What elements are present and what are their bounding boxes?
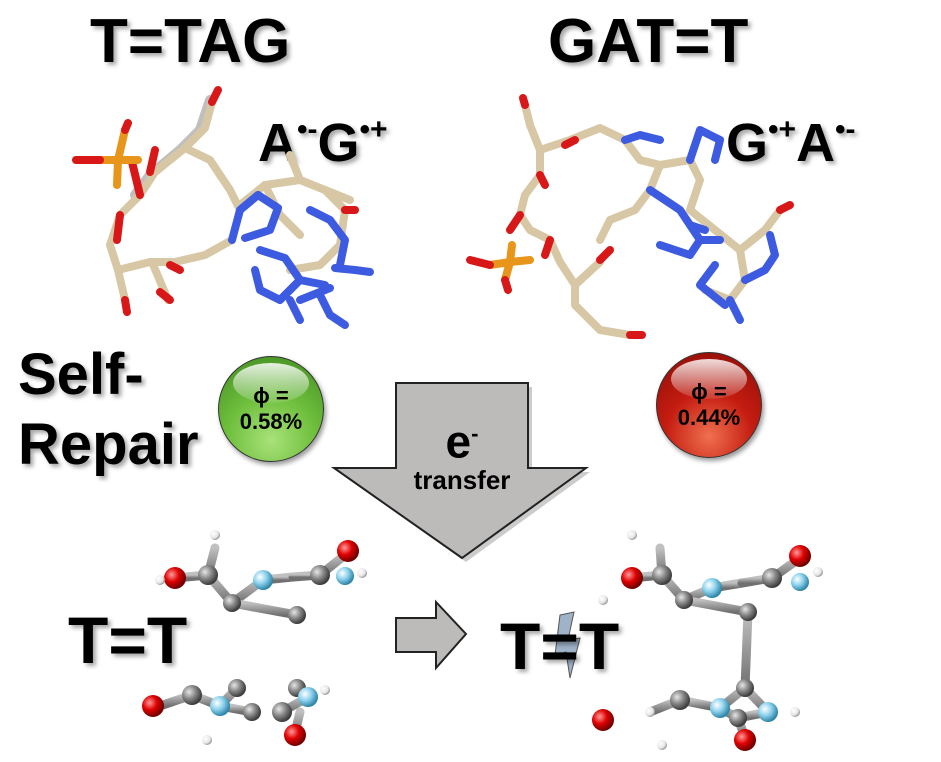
lightning-bolt-icon: [554, 611, 581, 679]
quantum-yield-label-green: ϕ =: [253, 383, 289, 408]
radical-a-charge-right: •+: [768, 113, 797, 146]
quantum-yield-value-red: 0.44%: [677, 405, 741, 430]
electron-letter: e: [445, 415, 472, 468]
stick-model-t-tag: [72, 86, 374, 329]
stick-model-gat-t: [466, 94, 794, 339]
radical-pair-label-left: A•-G•+: [258, 112, 388, 174]
transfer-word: transfer: [413, 465, 511, 496]
self-repair-line1: Self-: [18, 342, 144, 407]
quantum-yield-label-red: ϕ =: [691, 379, 727, 404]
radical-a-charge-left: •-: [297, 113, 318, 146]
badge-gloss: [671, 359, 747, 399]
radical-b-charge-left: •+: [359, 113, 388, 146]
quantum-yield-badge-red: ϕ = 0.44%: [656, 352, 762, 458]
title-t-tag: T=TAG: [90, 7, 291, 76]
radical-b-right: A: [796, 113, 836, 173]
electron-transfer-arrow: [330, 382, 590, 562]
radical-b-charge-right: •-: [835, 113, 856, 146]
electron-charge: -: [471, 421, 479, 446]
radical-b-left: G: [317, 113, 360, 173]
title-gat-t: GAT=T: [548, 7, 749, 76]
quantum-yield-value-green: 0.58%: [239, 409, 303, 434]
quantum-yield-badge-green: ϕ = 0.58%: [218, 356, 324, 462]
repair-arrow-right: [395, 599, 468, 671]
dimer-label-right: T=T: [500, 609, 620, 683]
badge-gloss: [233, 363, 309, 403]
ball-stick-dimer-left: [142, 530, 367, 746]
electron-transfer-label: e- transfer: [400, 410, 524, 496]
dimer-label-left: T=T: [68, 603, 188, 677]
self-repair-line2: Repair: [18, 412, 199, 477]
self-repair-label: Self- Repair: [18, 340, 199, 480]
electron-symbol: e-: [400, 410, 524, 465]
ball-stick-dimer-right: [592, 530, 823, 751]
radical-pair-label-right: G•+A•-: [726, 112, 856, 174]
radical-a-right: G: [726, 113, 769, 173]
